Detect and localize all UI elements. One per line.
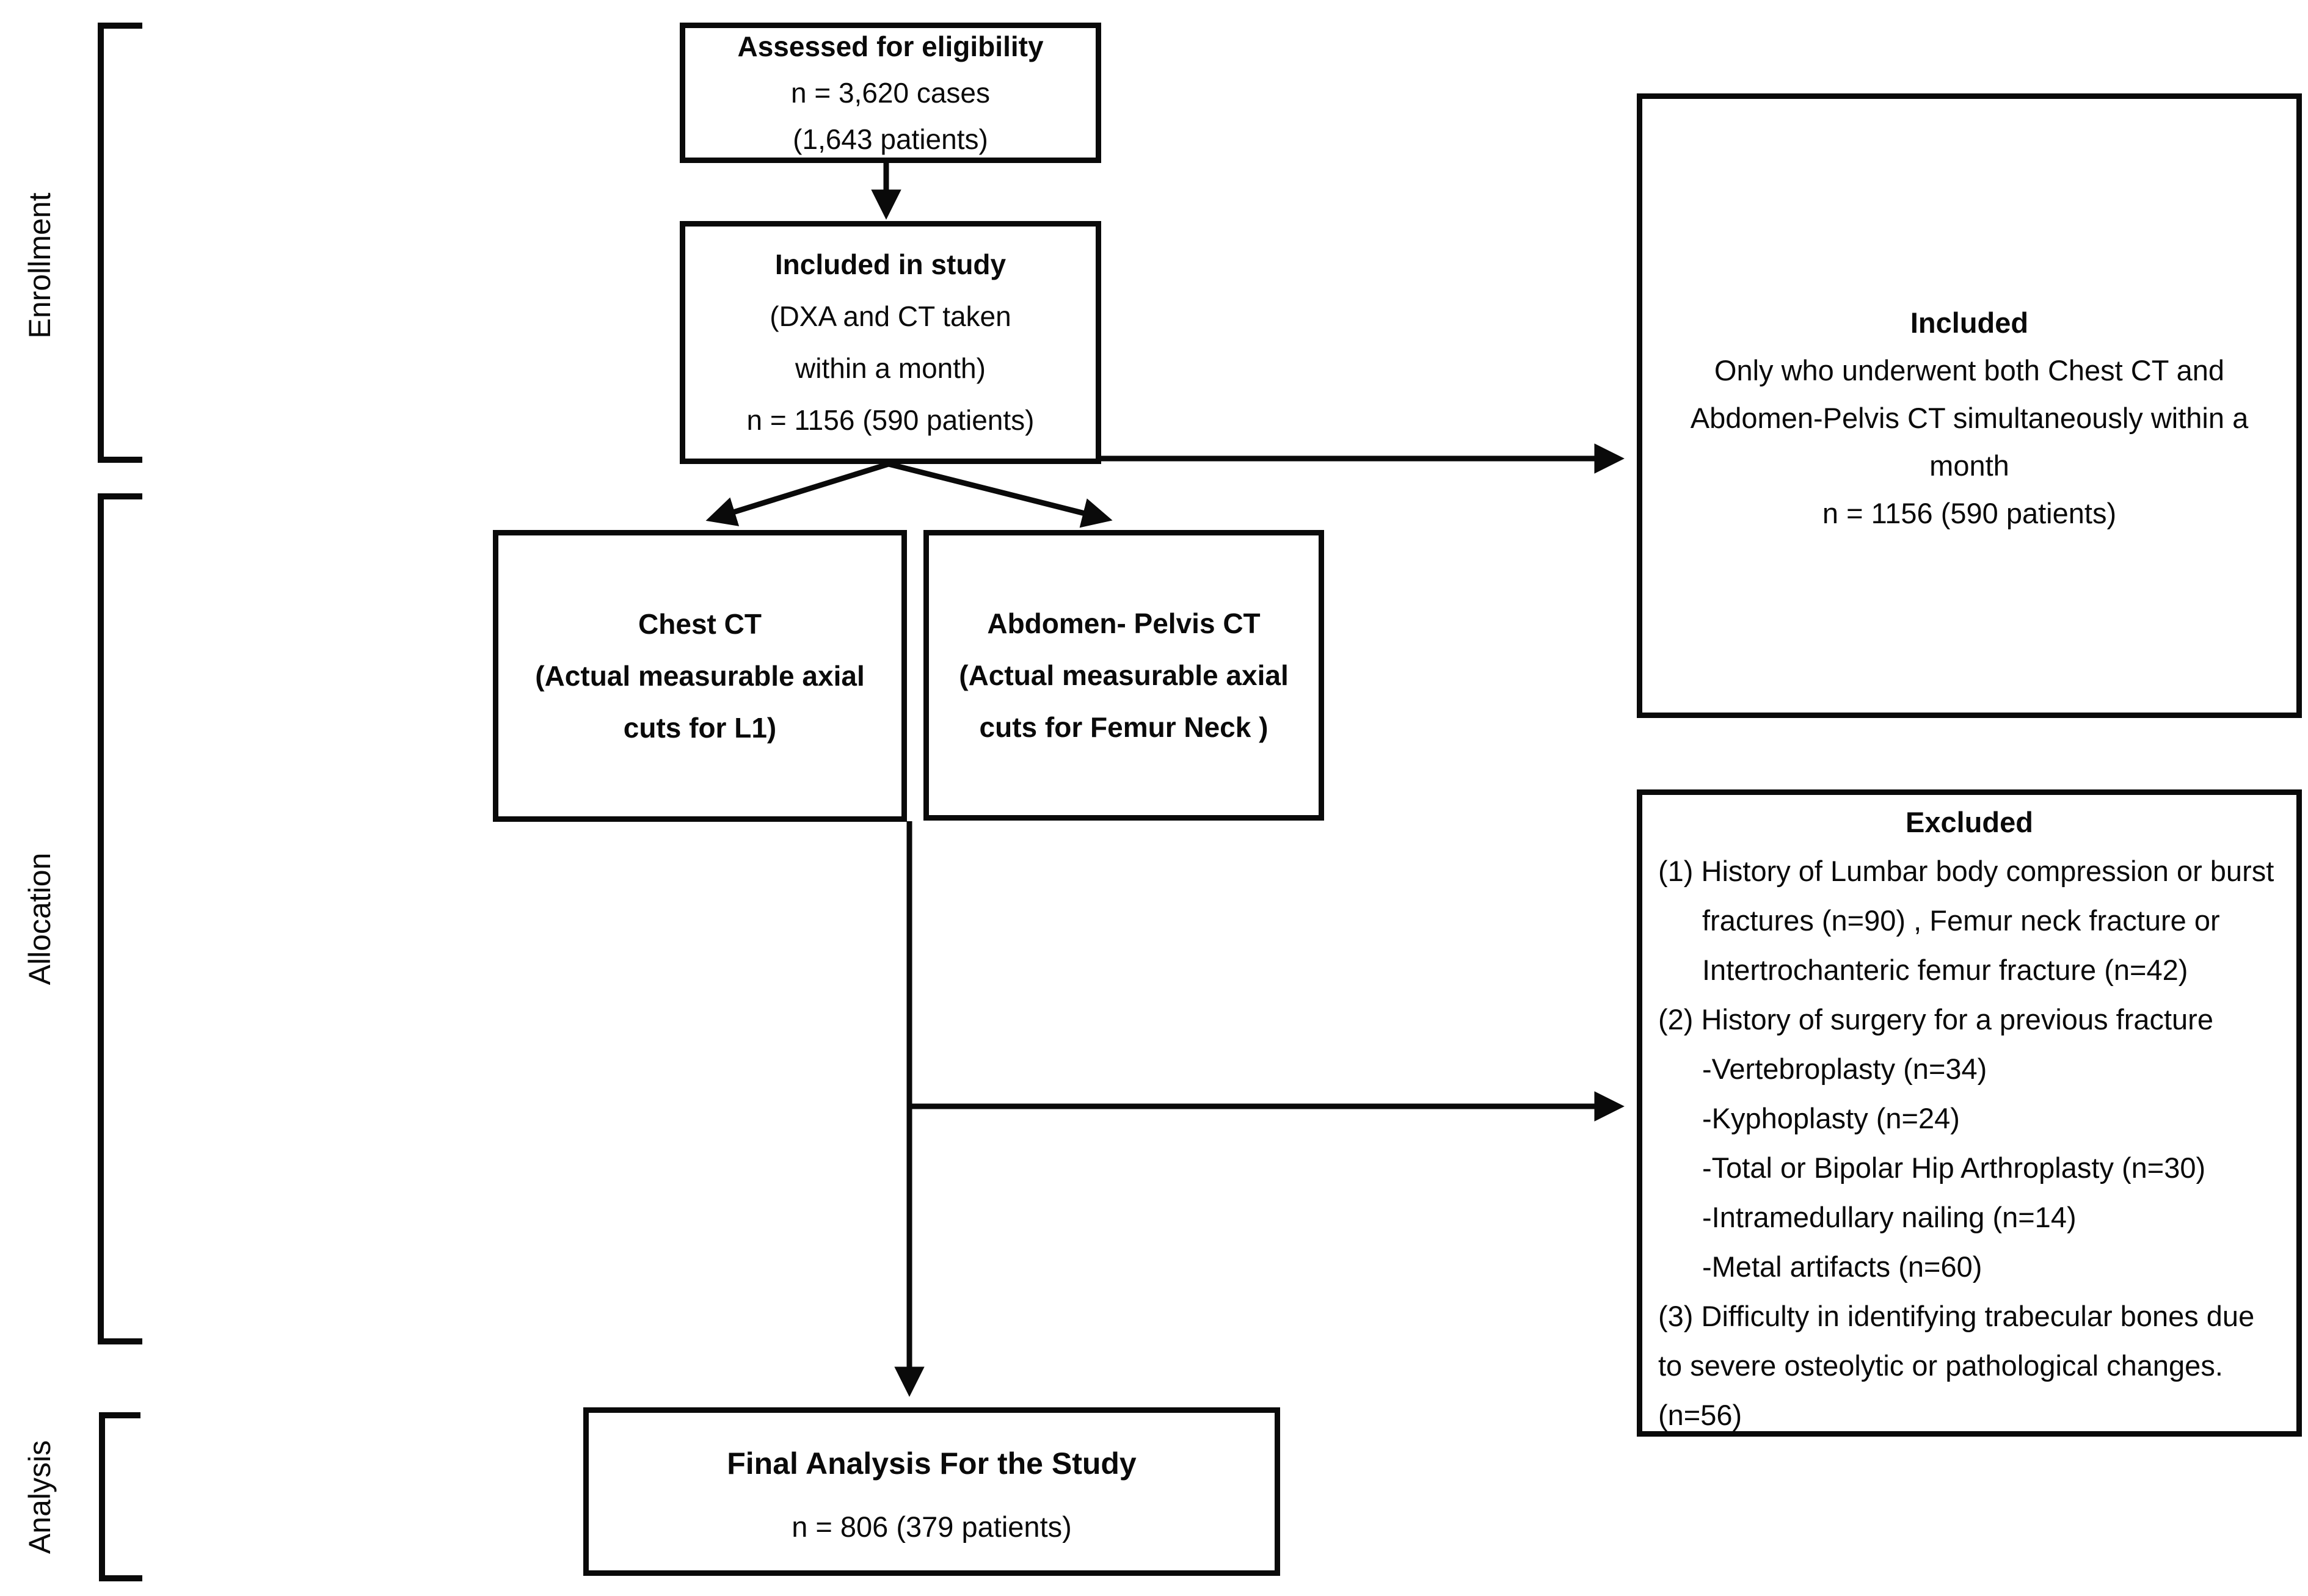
assessed-cases-count: n = 3,620 cases [790,77,991,109]
chest-ct-detail-line1: (Actual measurable axial [535,659,865,692]
final-analysis-title: Final Analysis For the Study [727,1446,1137,1481]
abdomen-ct-detail-line2: cuts for Femur Neck ) [979,711,1269,743]
included-study-criteria-line2: within a month) [795,352,986,384]
assessed-for-eligibility-box: Assessed for eligibility n = 3,620 cases… [680,23,1101,163]
included-criteria-line1: Only who underwent both Chest CT and [1714,354,2225,386]
excluded-item: (n=56) [1658,1399,1742,1431]
analysis-bracket [99,1412,142,1581]
included-in-study-box: Included in study (DXA and CT taken with… [680,221,1101,464]
arrow-split-to-chest-ct [705,461,890,526]
excluded-item: -Total or Bipolar Hip Arthroplasty (n=30… [1702,1152,2206,1184]
stage-label-allocation: Allocation [23,852,57,985]
abdomen-ct-title: Abdomen- Pelvis CT [987,607,1261,639]
abdomen-pelvis-ct-box: Abdomen- Pelvis CT (Actual measurable ax… [923,530,1324,821]
excluded-item: -Vertebroplasty (n=34) [1702,1053,1987,1085]
abdomen-ct-detail-line1: (Actual measurable axial [959,659,1289,691]
final-analysis-box: Final Analysis For the Study n = 806 (37… [583,1407,1280,1576]
excluded-item: -Kyphoplasty (n=24) [1702,1102,1960,1134]
excluded-item: (2) History of surgery for a previous fr… [1658,1003,2213,1036]
excluded-item: -Metal artifacts (n=60) [1702,1250,1982,1283]
final-analysis-count: n = 806 (379 patients) [792,1511,1072,1543]
included-study-title: Included in study [774,248,1007,280]
excluded-list: (1) History of Lumbar body compression o… [1658,846,2281,1440]
excluded-item: -Intramedullary nailing (n=14) [1702,1201,2077,1233]
excluded-criteria-box: Excluded (1) History of Lumbar body comp… [1637,789,2302,1437]
allocation-bracket [98,493,142,1344]
excluded-title: Excluded [1906,806,2033,838]
included-title: Included [1910,306,2029,339]
included-study-criteria-line1: (DXA and CT taken [770,300,1011,332]
excluded-item: fractures (n=90) , Femur neck fracture o… [1702,904,2220,937]
chest-ct-title: Chest CT [638,608,762,640]
enrollment-bracket [98,23,142,463]
assessed-title: Assessed for eligibility [737,31,1044,62]
excluded-item: Intertrochanteric femur fracture (n=42) [1702,954,2188,986]
chest-ct-box: Chest CT (Actual measurable axial cuts f… [493,530,907,822]
excluded-item: (3) Difficulty in identifying trabecular… [1658,1300,2255,1332]
stage-label-analysis: Analysis [23,1440,57,1554]
included-criteria-box: Included Only who underwent both Chest C… [1637,93,2302,718]
stage-label-enrollment: Enrollment [23,192,57,339]
included-criteria-line3: month [1929,449,2009,482]
included-count: n = 1156 (590 patients) [1822,496,2117,529]
excluded-item: (1) History of Lumbar body compression o… [1658,855,2274,887]
excluded-item: to severe osteolytic or pathological cha… [1658,1349,2223,1382]
included-criteria-line2: Abdomen-Pelvis CT simultaneously within … [1690,401,2249,434]
assessed-patients-count: (1,643 patients) [793,123,988,155]
included-study-count: n = 1156 (590 patients) [746,404,1035,436]
arrow-split-to-abdomen-ct [887,461,1113,528]
chest-ct-detail-line2: cuts for L1) [623,711,777,744]
